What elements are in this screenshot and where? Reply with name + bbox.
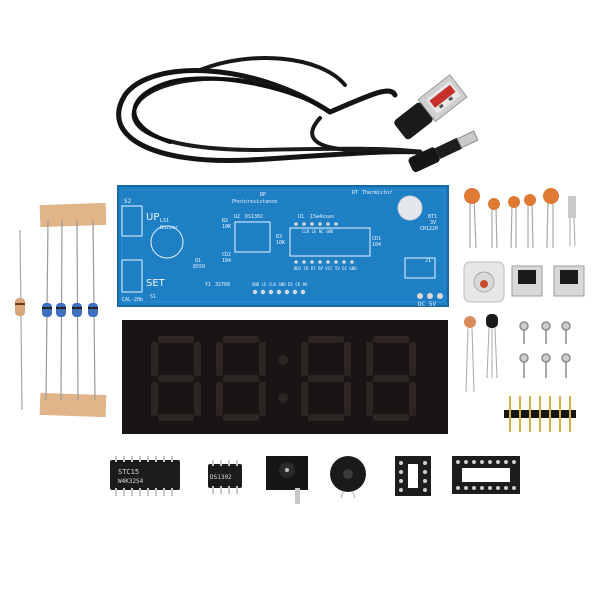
buzzer xyxy=(330,456,366,499)
pcb-label-pins-bottom: BDI CK RT RP VCC 5V DI GND xyxy=(294,266,357,271)
display-colon xyxy=(278,355,288,403)
pcb-label-photoresistance: Photoresistance xyxy=(232,199,277,205)
rtc-label: DS1302 xyxy=(210,474,232,481)
pcb-label-r2: R2 xyxy=(222,218,228,224)
mcu-label-line2: W4K32S4 xyxy=(118,478,144,485)
pcb-label-thermistor: Thermistor xyxy=(362,190,392,196)
usb-cable xyxy=(116,56,423,164)
pcb-label-r3: R3 xyxy=(276,234,282,240)
pcb-label-q1-value: 8550 xyxy=(193,264,205,270)
pcb-label-u1: U1 xyxy=(298,214,304,220)
pcb-label-cd2-value: 104 xyxy=(222,258,231,264)
pcb-label-ls1: LS1 xyxy=(160,218,169,224)
pcb-label-j1: J1 xyxy=(425,258,431,264)
pcb-label-q1: Q1 xyxy=(195,258,201,264)
mcu-chip: STC15 W4K32S4 xyxy=(110,456,180,496)
pin-header xyxy=(504,396,576,432)
mcu-label-line1: STC15 xyxy=(118,468,139,476)
usb-a-connector xyxy=(394,74,468,140)
pcb-label-s1: S1 xyxy=(150,294,156,300)
pcb-label-pins-header: GND LE CLK GND DI CK RV xyxy=(252,282,308,287)
rtc-chip: DS1302 xyxy=(208,460,242,494)
pcb-label-y1-value: 32768 xyxy=(215,282,230,288)
pcb-label-rt: RT xyxy=(352,190,358,196)
pcb-label-stc: 15w4xxas xyxy=(310,214,334,220)
pcb-label-cr1220: CR1220 xyxy=(420,226,438,232)
screws xyxy=(519,321,571,378)
pcb-label-buzzer: Buzzer xyxy=(160,225,178,231)
pcb-label-u2: U2 xyxy=(234,214,240,220)
tactile-switches xyxy=(511,265,585,297)
ceramic-capacitors xyxy=(464,188,576,249)
dc-barrel-plug xyxy=(408,130,479,172)
pcb-board: S2 UP LS1 Buzzer SET S1 RP Photoresistan… xyxy=(117,185,449,308)
ic-socket-16pin xyxy=(452,456,520,494)
battery-holder xyxy=(463,261,505,303)
seven-segment-display xyxy=(122,320,448,434)
dc-power-jack xyxy=(266,456,308,504)
pcb-label-dc5v: DC 5V xyxy=(418,301,436,308)
pcb-label-r2-value: 10K xyxy=(222,224,231,230)
pcb-label-up: UP xyxy=(146,212,159,223)
photoresistor-and-transistor xyxy=(464,314,498,393)
pcb-label-y1: Y1 xyxy=(205,282,211,288)
pcb-label-pins-top: CLK LE NC GND xyxy=(302,229,334,234)
pcb-label-ds1302: DS1302 xyxy=(245,214,263,220)
pcb-label-bt1: BT1 xyxy=(428,214,437,220)
pcb-label-r3-value: 10K xyxy=(276,240,285,246)
pcb-label-cd1: CD1 xyxy=(372,236,381,242)
pcb-label-bt1-value: 3V xyxy=(430,220,436,226)
pcb-label-s2: S2 xyxy=(124,198,132,205)
pcb-label-rp: RP xyxy=(260,192,266,198)
pcb-label-cd2: CD2 xyxy=(222,252,231,258)
display-digit xyxy=(151,336,201,421)
pcb-label-cd1-value: 104 xyxy=(372,242,381,248)
ic-socket-8pin xyxy=(395,456,431,496)
resistor-strip xyxy=(15,202,107,418)
display-digit xyxy=(301,336,351,421)
pcb-label-model: CAL-20b xyxy=(122,297,143,303)
display-digit xyxy=(216,336,266,421)
display-digit xyxy=(366,336,416,421)
pcb-label-set: SET xyxy=(146,278,166,289)
